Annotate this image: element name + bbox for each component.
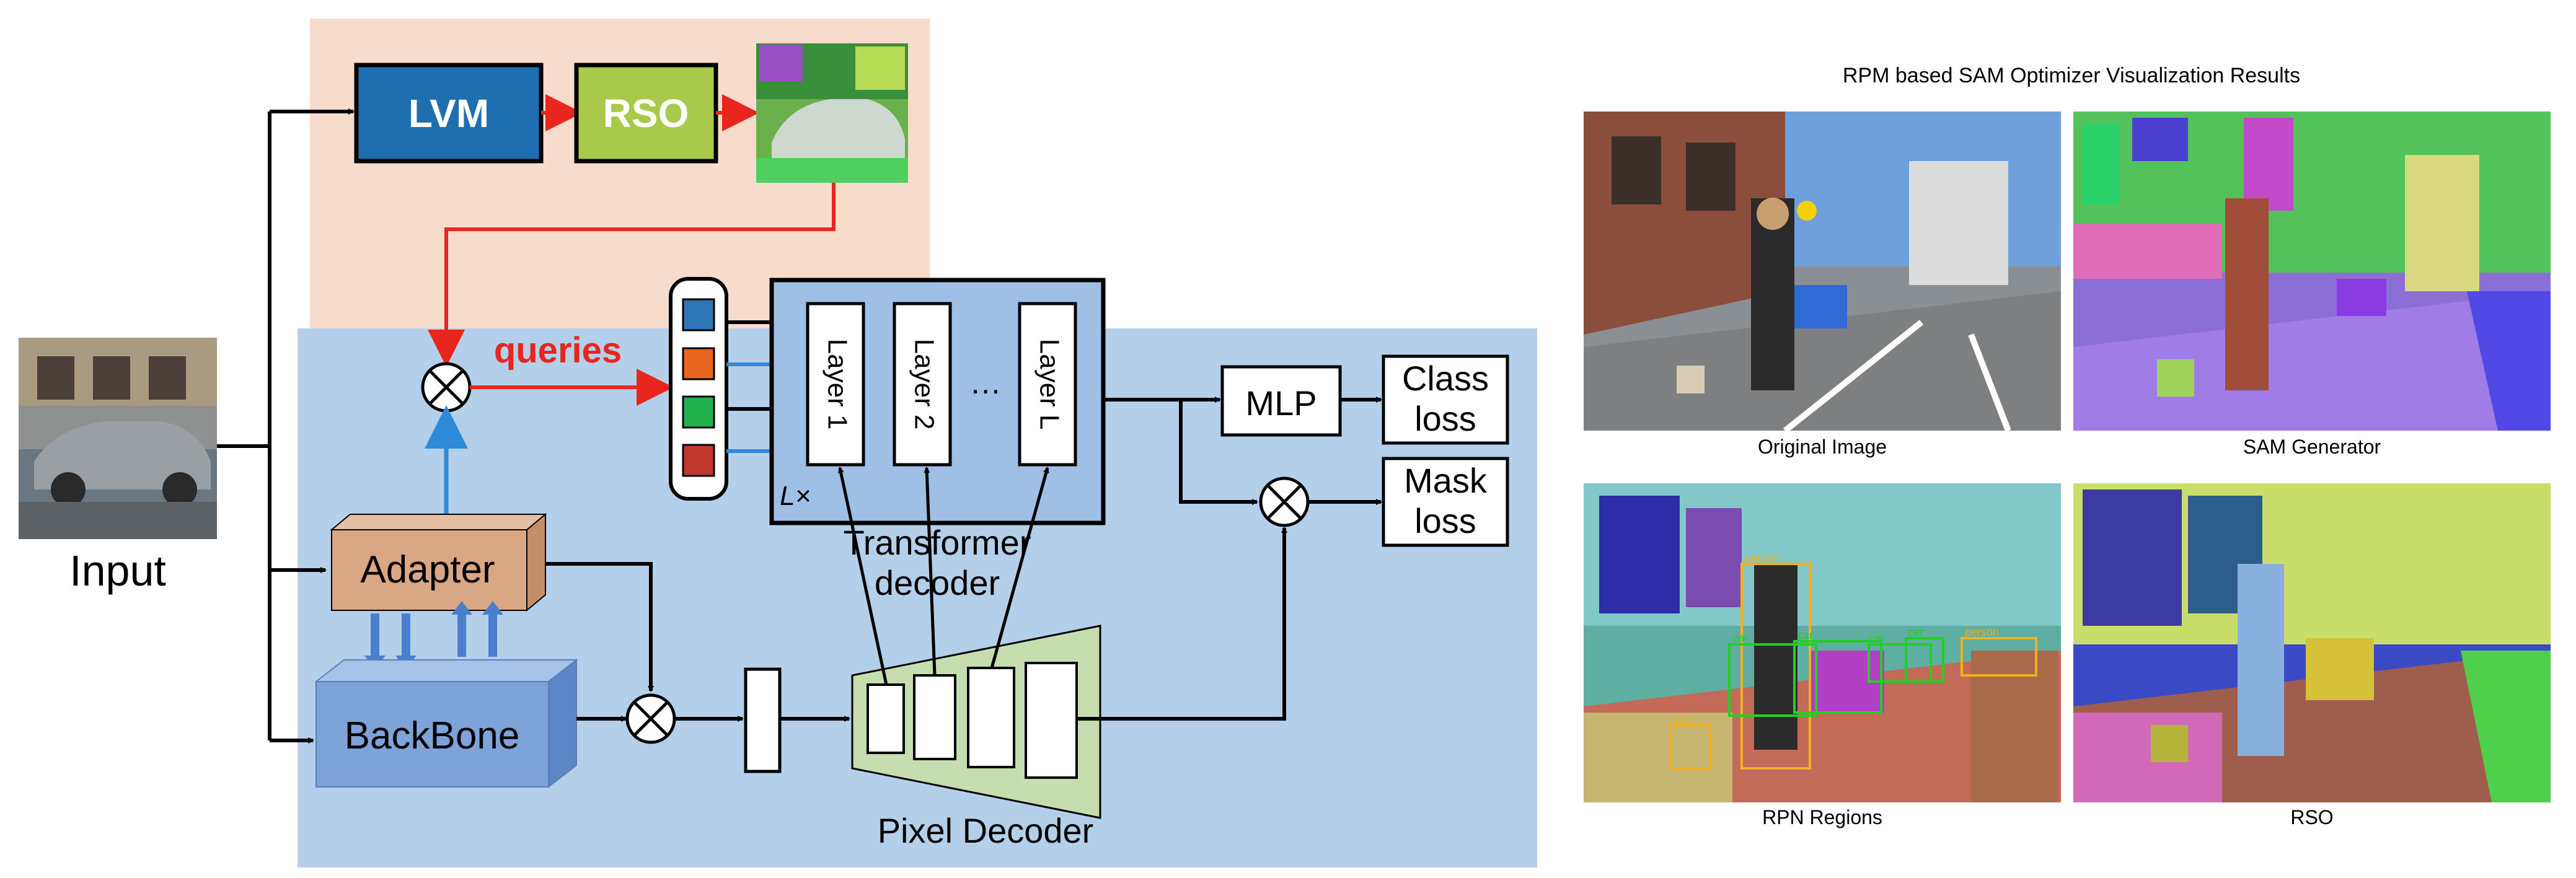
pixel-decoder-stage-2: [913, 674, 956, 760]
sam-generator-panel: [2073, 112, 2551, 431]
mask-loss-line1: Mask: [1404, 461, 1488, 500]
class-loss-line1: Class: [1402, 359, 1489, 398]
layer-1-label: Layer 1: [822, 339, 852, 430]
mask-loss-line2: loss: [1414, 501, 1476, 540]
results-title: RPM based SAM Optimizer Visualization Re…: [1843, 64, 2300, 87]
pixel-decoder-stage-3: [967, 667, 1015, 768]
pixel-decoder-label: Pixel Decoder: [878, 811, 1094, 850]
fused-feature-block: [744, 667, 782, 773]
rpn-detection-labels: person person car car car car dog: [1672, 551, 1999, 725]
layer-1-block: [806, 302, 865, 467]
adapter-label: Adapter: [360, 548, 495, 591]
pixel-decoder-stage-4: [1025, 662, 1078, 779]
query-token-4: [682, 444, 715, 477]
query-token-2: [682, 347, 715, 380]
rpn-detection-boxes: [1669, 563, 2037, 770]
adapter-block: [330, 512, 547, 612]
layer-ellipsis: …: [969, 365, 1002, 401]
mask-multiply-node: [1259, 476, 1310, 527]
rso-result-panel: [2073, 483, 2551, 802]
lvm-block: [354, 63, 544, 164]
query-token-3: [682, 395, 715, 429]
mask-loss-block: [1382, 457, 1509, 547]
adapter-to-fusion-arrow: [545, 562, 654, 692]
queries-label: queries: [494, 330, 622, 371]
detection-label-dog: dog: [1672, 713, 1691, 725]
caption-sam-generator: SAM Generator: [2243, 436, 2381, 458]
mlp-label: MLP: [1245, 384, 1317, 423]
rpn-regions-panel: [1584, 483, 2061, 802]
class-loss-block: [1382, 354, 1509, 445]
query-token-1: [682, 298, 715, 331]
transformer-label-line2: decoder: [875, 563, 1000, 602]
detection-label-car: car: [1732, 632, 1748, 644]
detection-label-person-2: person: [1965, 626, 1999, 638]
layer-2-block: [893, 302, 952, 467]
caption-original-image: Original Image: [1758, 436, 1887, 458]
original-image-panel: [1584, 112, 2061, 433]
input-label: Input: [69, 547, 166, 595]
backbone-label: BackBone: [345, 714, 520, 757]
pixel-decoder-stage-1: [867, 683, 905, 754]
rso-mask-thumbnail: [756, 43, 908, 183]
detection-label-car-4: car: [1908, 626, 1923, 638]
feature-fusion-node: [625, 693, 676, 744]
input-arrows: [217, 108, 355, 744]
detection-label-person: person: [1745, 551, 1779, 564]
layer-l-label: Layer L: [1034, 339, 1064, 430]
input-image: [19, 338, 217, 539]
backbone-block: [314, 658, 578, 789]
pixel-decoder-to-mask-arrow: [1077, 527, 1287, 721]
class-loss-line2: loss: [1414, 399, 1476, 438]
caption-rpn-regions: RPN Regions: [1762, 806, 1882, 828]
repeat-label: L×: [780, 481, 811, 511]
rso-label: RSO: [603, 91, 689, 136]
transformer-label-line1: Transformer: [844, 523, 1031, 562]
layer-l-block: [1018, 302, 1077, 467]
transformer-output-arrows: [1103, 397, 1258, 505]
layer-2-label: Layer 2: [909, 339, 939, 430]
query-token-container: [669, 277, 728, 501]
query-multiply-node: [421, 362, 472, 413]
lvm-label: LVM: [408, 91, 489, 136]
adapter-backbone-arrows: [371, 613, 497, 657]
pixel-decoder-to-layers-arrows: [837, 467, 1049, 685]
caption-rso: RSO: [2290, 806, 2333, 828]
mask-to-multiply-arrow: [428, 183, 836, 367]
detection-label-car-2: car: [1797, 629, 1813, 641]
detection-label-car-3: car: [1869, 632, 1884, 644]
